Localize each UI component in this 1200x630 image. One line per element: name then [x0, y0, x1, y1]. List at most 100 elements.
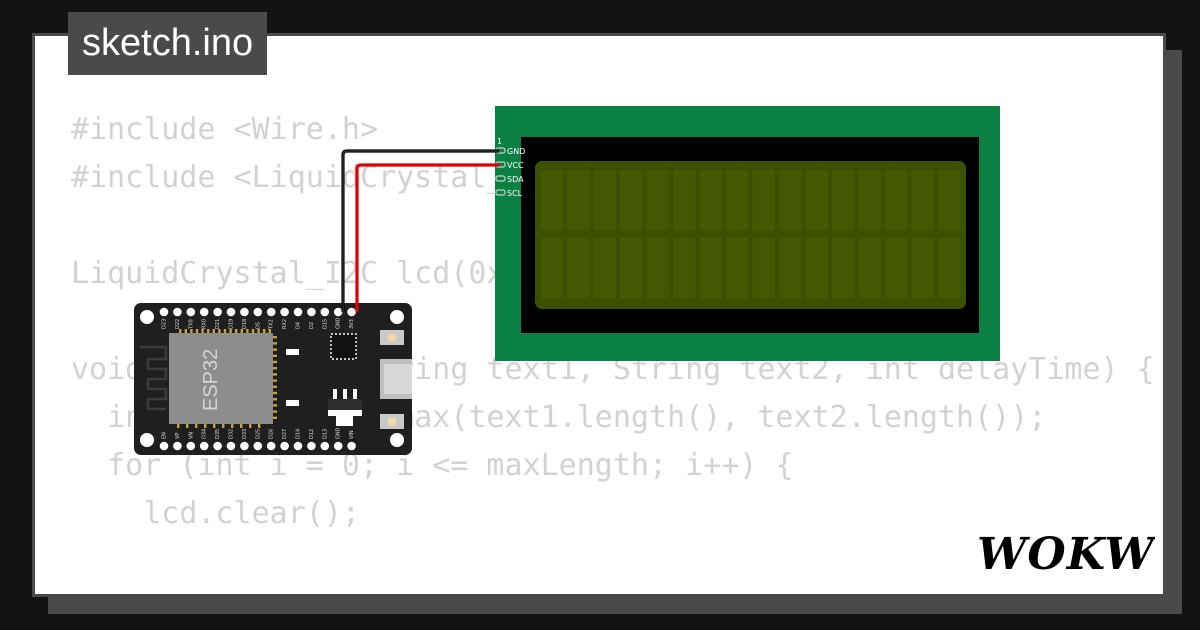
esp32-pin[interactable] [320, 307, 330, 317]
esp32-pin[interactable] [240, 307, 249, 317]
module-pad [213, 424, 216, 428]
esp32-pin[interactable] [186, 307, 196, 317]
esp32-pin-label: D12 [309, 429, 315, 439]
regulator-pin [343, 389, 347, 399]
esp32-pin-label: D13 [322, 429, 328, 439]
esp32-pin[interactable] [293, 307, 303, 317]
lcd-character-cell [857, 168, 882, 232]
esp32-pin-label: D27 [282, 429, 288, 439]
reset-button-cap[interactable] [387, 417, 397, 426]
esp32-pin[interactable] [280, 441, 289, 451]
wire-gnd[interactable] [341, 149, 499, 312]
esp32-pin[interactable] [266, 307, 276, 317]
module-pad [273, 342, 277, 345]
esp32-pin-label: D34 [202, 429, 208, 439]
esp32-pin-label: EN [162, 432, 168, 439]
esp32-pin[interactable] [333, 441, 343, 451]
lcd-character-cell [698, 168, 723, 232]
lcd-pin-label-scl: SCL [507, 189, 523, 198]
esp32-pin-label: TX0 [188, 319, 194, 330]
esp32-pin[interactable] [307, 307, 316, 317]
esp32-pin-label: D21 [215, 319, 221, 329]
module-pad [195, 329, 199, 333]
module-pad [240, 424, 243, 428]
lcd-character-cell [645, 236, 670, 300]
esp32-pin-label: RX0 [202, 319, 208, 329]
esp32-pin-label: GND [336, 317, 342, 329]
lcd-character-cell [566, 236, 591, 300]
module-pad [218, 329, 221, 333]
esp32-pin-label: 3V3 [349, 319, 355, 329]
module-pad [273, 360, 277, 364]
esp32-pin[interactable] [253, 441, 263, 451]
esp32-pin[interactable] [347, 307, 356, 317]
lcd-display[interactable]: 1 GND VCC SDA SCL [495, 106, 1000, 361]
esp32-pin[interactable] [266, 441, 276, 451]
lcd-character-cell [619, 236, 644, 300]
lcd-pin[interactable] [495, 175, 506, 182]
esp32-pin[interactable] [173, 307, 182, 317]
code-line: #include <Wire.h> [71, 112, 379, 147]
lcd-character-cell [539, 236, 564, 300]
lcd-pin-label-gnd: GND [507, 147, 525, 156]
module-pad [273, 373, 277, 376]
esp32-pin[interactable] [307, 441, 316, 451]
code-line: for (int i = 0; i <= maxLength; i++) { [71, 448, 794, 483]
esp32-pin[interactable] [199, 307, 209, 317]
esp32-pin-label: D23 [162, 319, 168, 329]
esp32-module [169, 333, 273, 424]
lcd-character-grid [539, 168, 962, 300]
module-pad [273, 398, 277, 401]
esp32-pin[interactable] [347, 441, 356, 451]
esp32-pin-label: D32 [229, 429, 235, 439]
wire-vcc[interactable] [355, 163, 499, 312]
lcd-character-cell [804, 236, 829, 300]
esp32-pin[interactable] [280, 307, 289, 317]
esp32-pin[interactable] [173, 441, 182, 451]
esp32-pin[interactable] [159, 307, 169, 317]
module-pad [195, 424, 198, 428]
lcd-character-cell [884, 168, 909, 232]
esp32-pin-label: D35 [215, 429, 221, 439]
module-pad [222, 424, 225, 428]
esp32-pin[interactable] [240, 441, 249, 451]
esp32-pin-label: D26 [269, 429, 275, 439]
module-pad [207, 329, 210, 333]
esp32-pin-label: RX2 [282, 319, 288, 329]
lcd-character-cell [884, 236, 909, 300]
lcd-character-cell [778, 236, 803, 300]
esp32-pin[interactable] [320, 441, 330, 451]
esp32-pin[interactable] [333, 307, 343, 317]
esp32-pin[interactable] [226, 441, 236, 451]
esp32-pin[interactable] [213, 441, 222, 451]
regulator-pin [353, 389, 357, 399]
esp32-pin[interactable] [186, 441, 196, 451]
module-pad [229, 329, 232, 333]
boot-button-cap[interactable] [387, 333, 397, 342]
lcd-character-cell [751, 168, 776, 232]
lcd-pin[interactable] [495, 189, 506, 196]
esp32-pin[interactable] [226, 307, 236, 317]
module-pad [273, 379, 277, 382]
lcd-character-cell [645, 168, 670, 232]
esp32-pin[interactable] [199, 441, 209, 451]
module-pad [273, 404, 277, 407]
esp32-pin-label: D18 [242, 319, 248, 329]
esp32-pin[interactable] [253, 307, 263, 317]
code-line: // Display the first text on the first [71, 586, 1155, 594]
module-pad [273, 385, 277, 388]
esp32-pin[interactable] [159, 441, 169, 451]
mounting-hole [390, 433, 404, 447]
esp32-pin-label: D19 [229, 319, 235, 329]
mounting-hole [140, 433, 154, 447]
module-pad [268, 329, 271, 333]
voltage-regulator-body [328, 399, 362, 410]
esp32-pin-label: D33 [242, 429, 248, 439]
lcd-character-cell [592, 236, 617, 300]
esp32-pin[interactable] [213, 307, 222, 317]
antenna-trace [140, 345, 168, 411]
lcd-character-cell [725, 168, 750, 232]
module-pad [240, 329, 243, 333]
esp32-pin[interactable] [293, 441, 303, 451]
